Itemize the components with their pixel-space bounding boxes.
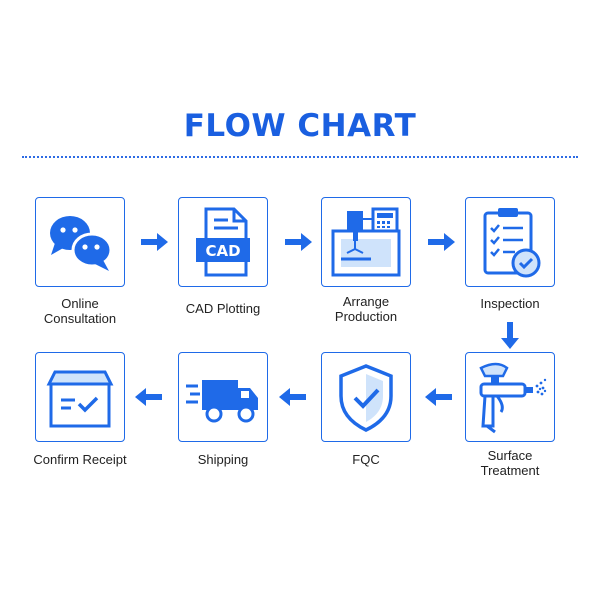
cad-icon-text: CAD xyxy=(205,242,240,260)
arrow-left-icon xyxy=(279,388,306,406)
arrow-left-2 xyxy=(278,387,306,407)
step-online-consultation xyxy=(35,197,125,287)
step-label-fqc: FQC xyxy=(352,452,380,467)
step-surface-treatment xyxy=(465,352,555,442)
arrow-right-icon xyxy=(428,233,455,251)
step-label-inspection: Inspection xyxy=(480,296,540,311)
step-shipping xyxy=(178,352,268,442)
checklist-clipboard-icon xyxy=(483,208,541,278)
step-arrange-production xyxy=(321,197,411,287)
step-label-arrange-production: Arrange Production xyxy=(334,294,398,324)
cad-file-icon: CAD xyxy=(196,207,250,277)
arrow-right-3 xyxy=(428,232,456,252)
page-title: FLOW CHART xyxy=(183,108,417,144)
delivery-truck-icon xyxy=(186,380,258,423)
arrow-down-icon xyxy=(501,322,519,349)
arrow-right-icon xyxy=(141,233,168,251)
step-confirm-receipt xyxy=(35,352,125,442)
arrow-right-icon xyxy=(285,233,312,251)
arrow-left-3 xyxy=(134,387,162,407)
arrow-left-1 xyxy=(424,387,452,407)
shield-check-icon xyxy=(339,364,393,432)
package-check-icon xyxy=(46,370,114,428)
step-fqc xyxy=(321,352,411,442)
cnc-machine-icon xyxy=(331,207,401,277)
arrow-left-icon xyxy=(425,388,452,406)
spray-gun-icon xyxy=(479,362,547,434)
arrow-down xyxy=(500,322,520,350)
arrow-left-icon xyxy=(135,388,162,406)
chat-bubbles-icon xyxy=(50,216,113,271)
dotted-divider xyxy=(22,156,578,158)
step-label-surface-treatment: Surface Treatment xyxy=(480,448,540,478)
arrow-right-1 xyxy=(141,232,169,252)
step-label-confirm-receipt: Confirm Receipt xyxy=(33,452,127,467)
step-label-online-consultation: Online Consultation xyxy=(43,296,117,326)
step-inspection xyxy=(465,197,555,287)
arrow-right-2 xyxy=(285,232,313,252)
step-cad-plotting: CAD xyxy=(178,197,268,287)
step-label-shipping: Shipping xyxy=(197,452,249,467)
step-label-cad-plotting: CAD Plotting xyxy=(185,301,261,316)
